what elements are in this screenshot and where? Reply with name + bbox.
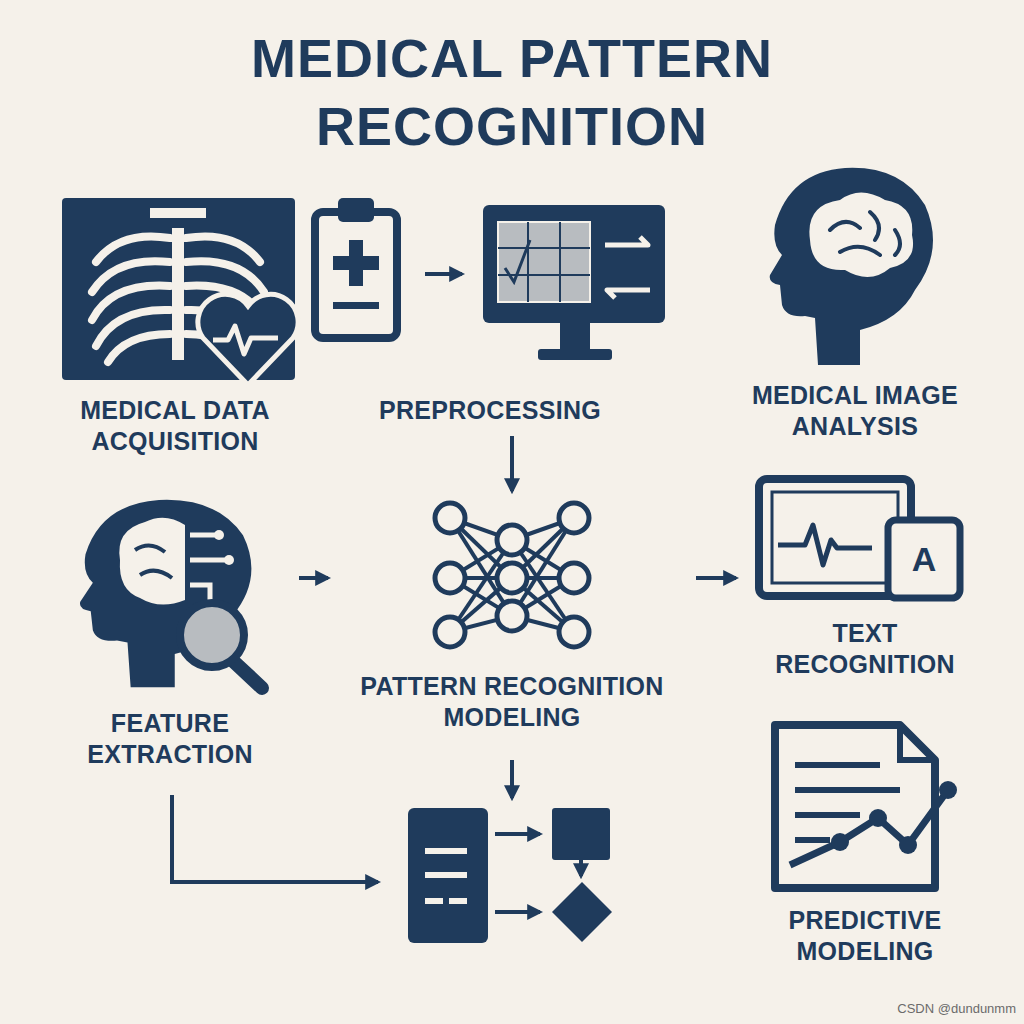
feature-head-icon-part [224,555,234,565]
xray-icon-part [213,326,278,354]
icon-node: PREDICTIVE MODELING [740,715,990,973]
flowchart-icon-part [552,808,610,860]
feature-head-icon-part [135,545,172,578]
report-chart-icon-part [795,765,900,840]
ecg-monitor-icon-part [778,525,872,565]
xray-icon-part [92,236,170,362]
brain-head-icon-part [770,168,933,365]
report-chart-icon-part [869,809,887,827]
node-label: PREDICTIVE MODELING [740,905,990,967]
network-icon-part [559,503,589,533]
clipboard-icon [315,198,397,338]
arrow-line [172,795,378,882]
xray-icon-part [150,208,206,218]
monitor-icon-part [498,222,590,302]
network-icon-part [497,563,527,593]
xray-icon-part [198,294,298,385]
brain-head-icon [770,168,933,365]
network-icon-part [435,617,465,647]
arrow-line [510,760,514,798]
feature-head-icon [80,500,262,688]
icon-node: TEXT RECOGNITION [740,470,990,686]
node-label: FEATURE EXTRACTION [45,708,295,770]
clipboard-icon-part [333,256,379,270]
monitor-icon [483,205,665,360]
feature-head-icon-part [80,500,251,687]
report-chart-icon-part [899,836,917,854]
network-icon-part [559,563,589,593]
feature-head-icon-part [214,530,224,540]
flowchart-icon-part [425,872,467,878]
node-label: PREPROCESSING [300,395,680,426]
feature-head-icon-part [232,660,262,688]
diagram-title: MEDICAL PATTERN RECOGNITION [162,24,862,160]
monitor-icon-part [498,222,590,302]
network-icon-part [435,563,465,593]
icon-node: FEATURE EXTRACTION [45,500,295,776]
monitor-icon-part [538,349,612,360]
node-label: MEDICAL IMAGE ANALYSIS [720,380,990,442]
flowchart-icon-part [552,882,612,942]
ecg-monitor-icon-part [772,492,898,583]
xray-icon [62,198,298,385]
feature-head-icon-part [180,603,244,667]
brain-head-icon-part [830,212,900,255]
network-icon [435,503,589,647]
small-arrow [425,272,462,276]
report-chart-icon-part [790,790,948,865]
icon-node: PREPROCESSING [300,195,680,432]
watermark: CSDN @dundunmm [800,1000,1016,1018]
monitor-icon-part [560,323,590,351]
report-chart-icon [775,725,957,888]
icon-node: MEDICAL IMAGE ANALYSIS [720,165,990,448]
clipboard-icon-part [315,212,397,338]
title-block: MEDICAL PATTERN RECOGNITION [0,24,1024,160]
network-icon-part [435,503,465,533]
flowchart-icon-part [449,898,467,904]
feature-head-icon-part [190,535,225,600]
xray-icon-part-part [108,334,170,362]
clipboard-icon-part [333,302,379,309]
connector-arrow [299,576,328,580]
node-label: MEDICAL DATA ACQUISITION [40,395,310,457]
flowchart-icon-part [425,898,443,904]
ecg-monitor-icon-part [888,520,960,598]
node-label: TEXT RECOGNITION [740,618,990,680]
monitor-icon-part [505,240,530,282]
icon-node: MEDICAL DATA ACQUISITION [40,195,310,463]
report-chart-icon-part [900,725,935,760]
flowchart-icon-part [579,860,583,876]
icon-letter: A [888,520,960,598]
clipboard-icon-part [338,198,374,222]
ecg-monitor-icon [759,479,960,598]
network-icon-part [497,601,527,631]
node-label: PATTERN RECOGNITION MODELING [332,671,692,733]
flowchart-icon-part [495,910,540,914]
xray-icon-part [172,228,184,360]
flowchart-icon-part [495,832,540,836]
icon-node: PATTERN RECOGNITION MODELING [332,495,692,739]
flowchart-icon [408,808,612,943]
feature-head-icon-part [119,518,185,605]
report-chart-icon-part [831,833,849,851]
flowchart-icon-part [408,808,488,943]
monitor-icon-part [483,205,665,323]
network-icon-part [497,525,527,555]
connector-arrow [696,576,736,580]
brain-head-icon-part [809,193,913,278]
flowchart-icon-part [425,848,467,854]
monitor-icon-part [605,237,650,298]
connector-arrow [510,436,514,491]
report-chart-icon-part [939,781,957,799]
network-icon-part [559,617,589,647]
